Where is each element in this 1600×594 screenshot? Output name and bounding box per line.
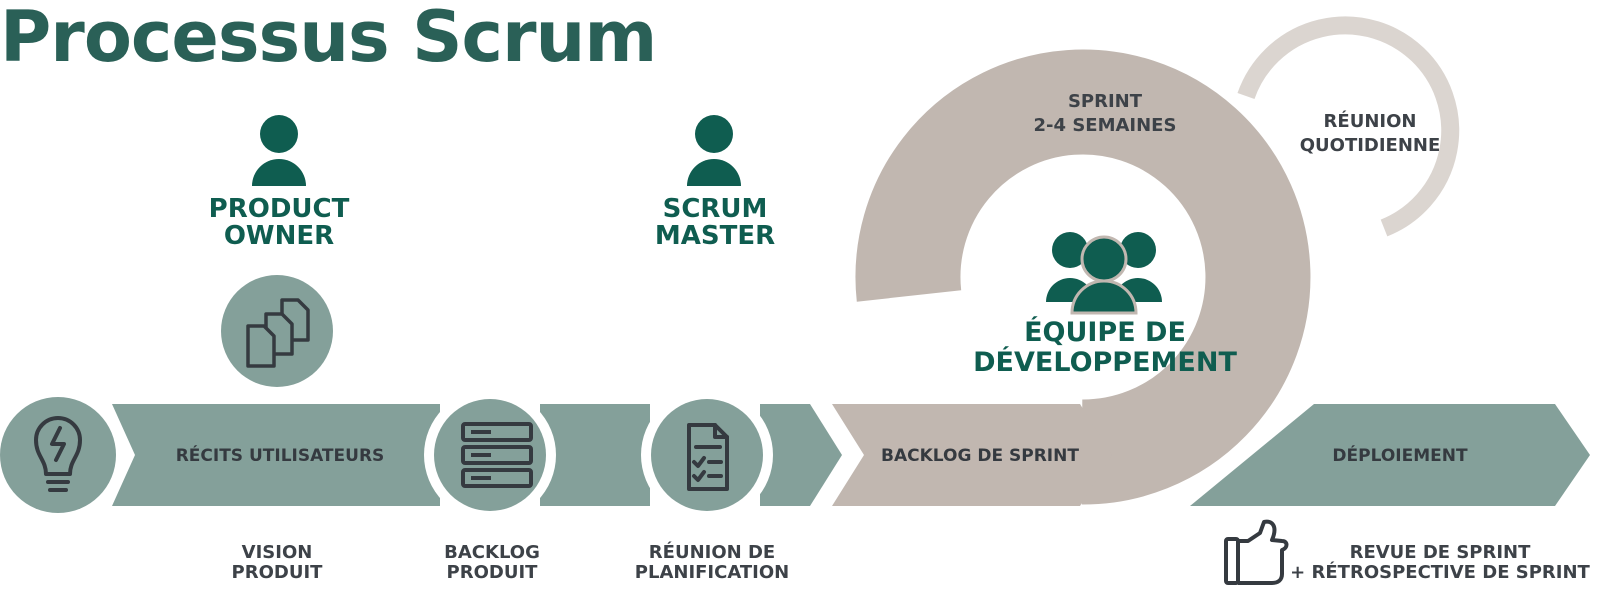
stage-user-stories: RÉCITS UTILISATEURS [175,446,385,466]
thumbs-up-icon [1224,519,1289,585]
sprint-duration-label: SPRINT 2-4 SEMAINES [1033,91,1177,136]
lightbulb-icon [34,416,82,492]
role-dev-team: ÉQUIPE DE DÉVELOPPEMENT [973,317,1237,378]
daily-cycle-arc [1237,16,1460,237]
page-title: Processus Scrum [0,0,657,78]
band-gap-2 [760,404,842,506]
band-sprint-backlog [832,404,1112,506]
band-deployment [1190,404,1590,506]
role-scrum-master: SCRUM MASTER [654,194,776,251]
caption-product-backlog: BACKLOG PRODUIT [444,542,540,583]
checklist-icon [687,423,729,491]
role-product-owner: PRODUCT OWNER [208,194,350,251]
band-gap-1 [540,404,650,506]
caption-planning: RÉUNION DE PLANIFICATION [634,542,790,583]
checklist-circle [651,399,763,511]
band-user-stories [112,404,440,506]
person-icon [687,115,741,186]
documents-icon [246,298,310,368]
list-icon [461,422,533,488]
sprint-cycle-arc [855,49,1311,505]
caption-vision: VISION PRODUIT [231,542,323,583]
stage-sprint-backlog: BACKLOG DE SPRINT [881,446,1079,466]
daily-meeting-label: RÉUNION QUOTIDIENNE [1299,111,1441,156]
person-icon [252,115,306,186]
stage-deployment: DÉPLOIEMENT [1332,446,1468,466]
team-icon [1046,232,1162,315]
caption-review: REVUE DE SPRINT + RÉTROSPECTIVE DE SPRIN… [1290,542,1590,583]
